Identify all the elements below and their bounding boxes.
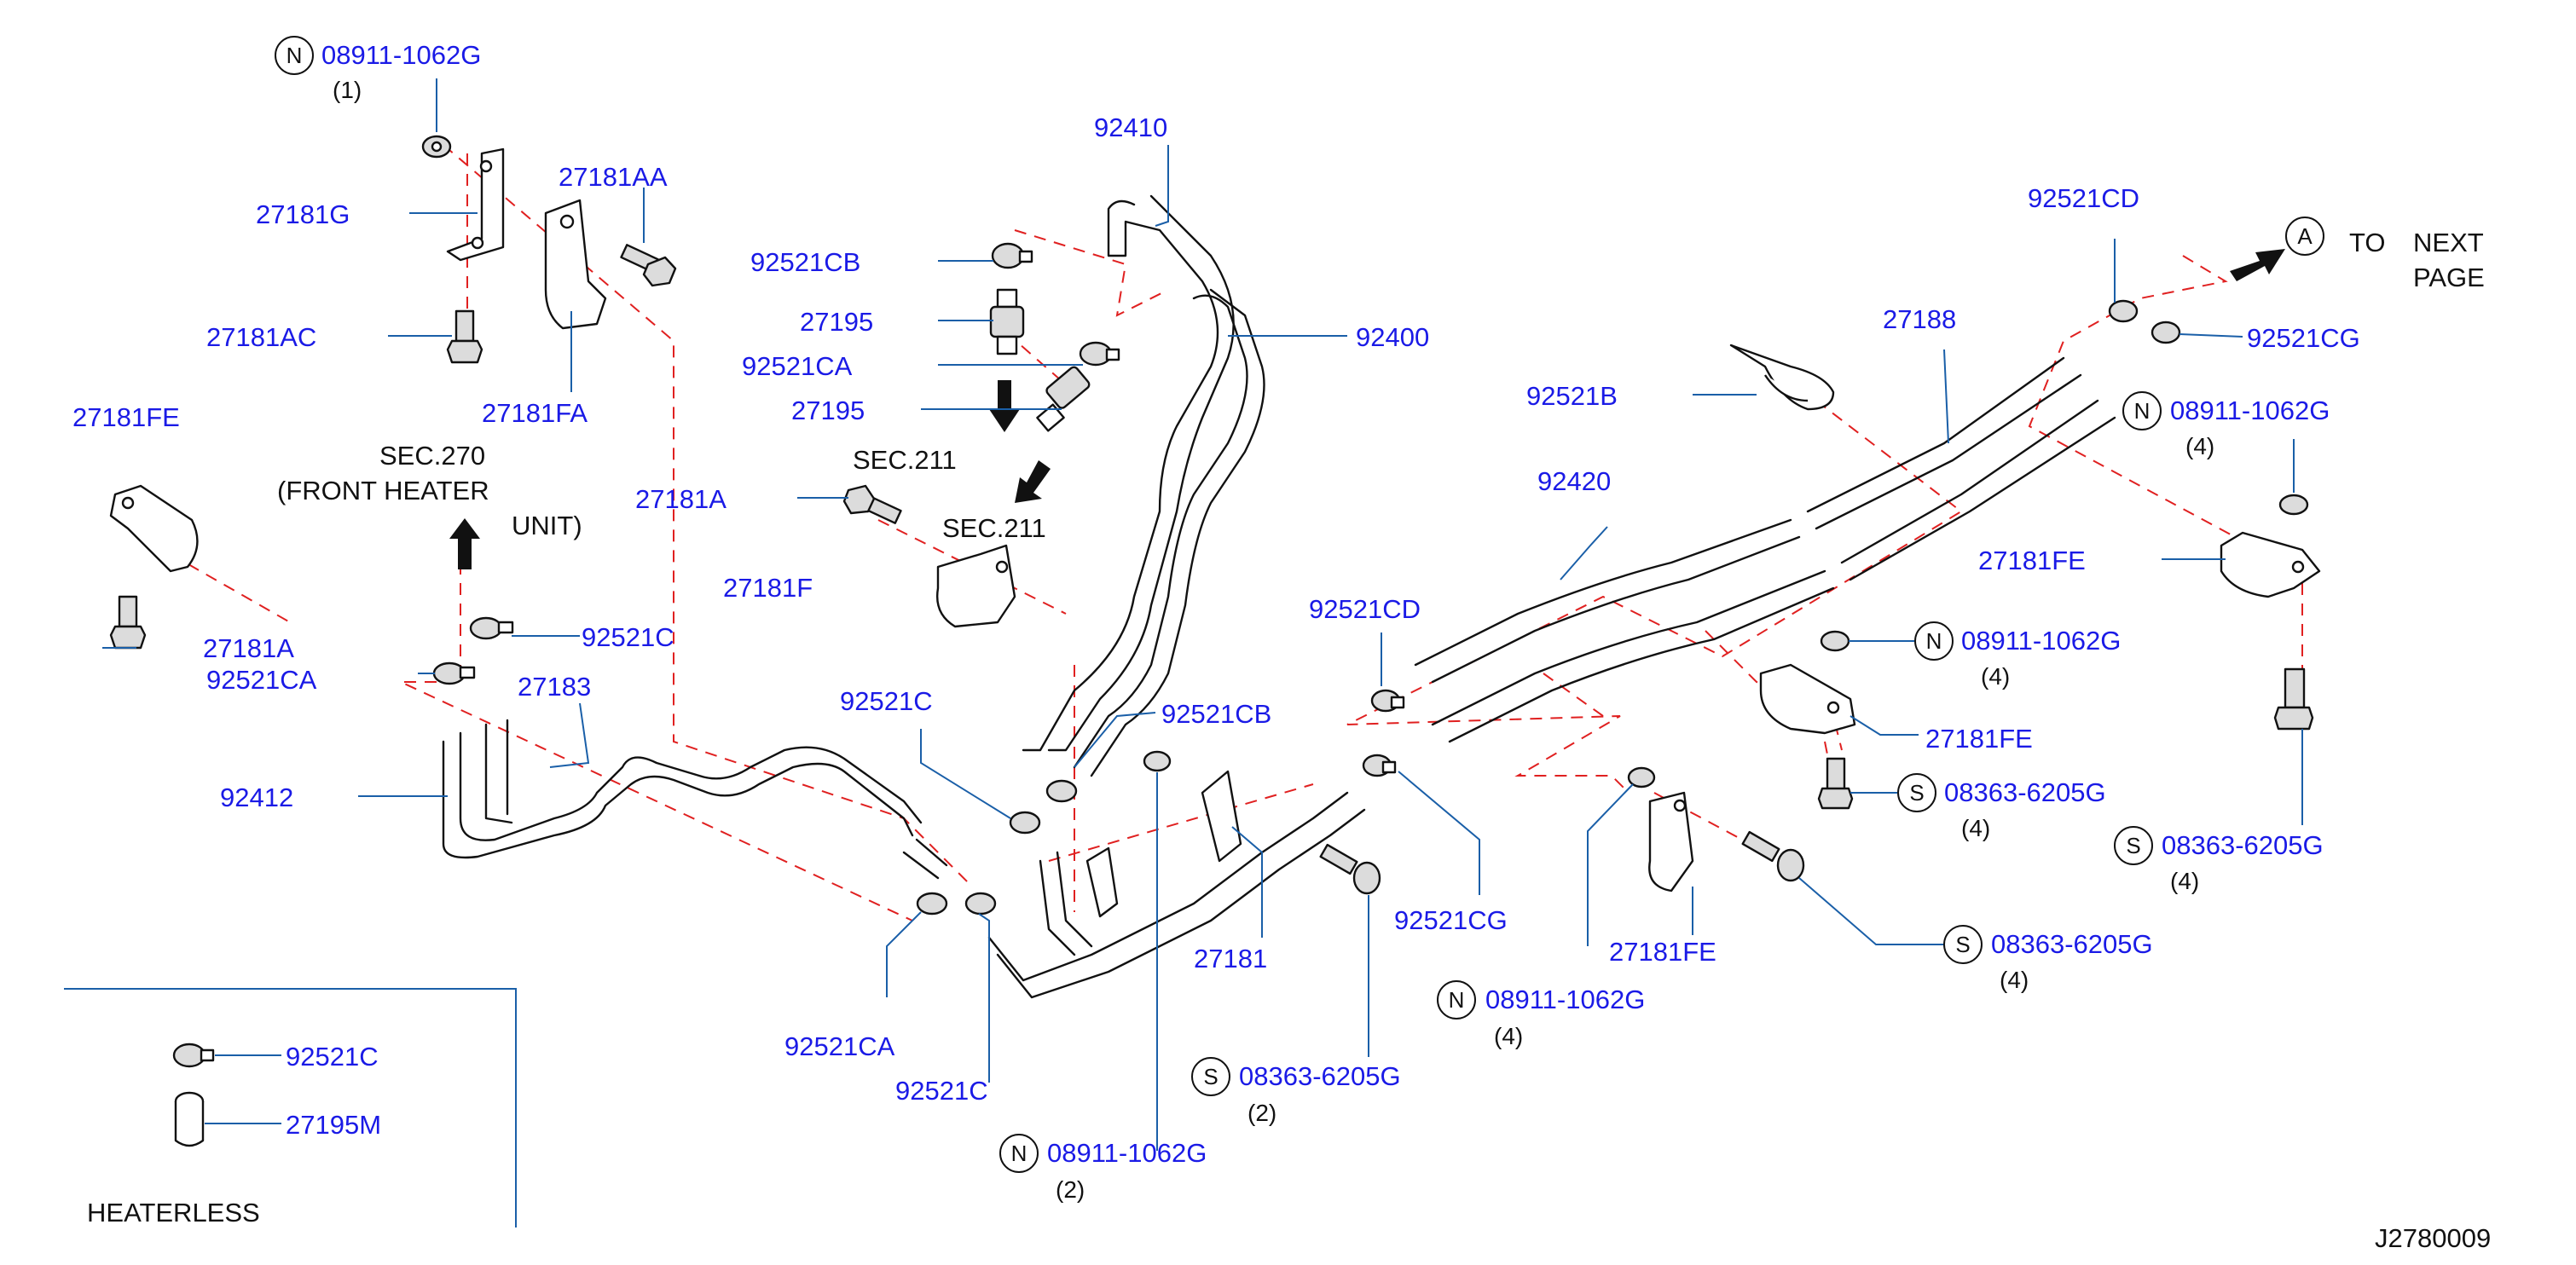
part-number-label[interactable]: 27181FA [482,398,588,428]
quantity-label: (1) [333,77,362,103]
sec270-note: SEC.270 [379,441,485,471]
part-number-label[interactable]: 08911-1062G [321,40,481,70]
n-marker: N [1437,980,1476,1020]
part-number-label[interactable]: 08363-6205G [1991,929,2153,959]
direction-arrows [449,249,2285,569]
part-number-label[interactable]: 27181F [723,573,813,603]
part-number-label[interactable]: 27195 [791,396,865,425]
s-marker: S [1191,1057,1230,1096]
part-number-label[interactable]: 92521C [582,622,674,652]
part-number-label[interactable]: 27181G [256,199,350,229]
part-number-label[interactable]: 92521B [1526,381,1618,411]
part-number-label[interactable]: 92412 [220,783,293,812]
part-number-label[interactable]: 27181A [203,633,294,663]
heaterless-label: HEATERLESS [87,1198,260,1227]
part-number-label[interactable]: 27181FE [72,402,180,432]
part-number-label[interactable]: 27181 [1194,944,1267,973]
part-number-label[interactable]: 92521CB [750,247,860,277]
part-number-label[interactable]: 27195 [800,307,873,337]
quantity-label: (4) [1981,663,2010,690]
arrow-down-left-icon [1015,460,1051,503]
part-number-label[interactable]: 92521C [840,686,933,716]
svg-text:S: S [2126,833,2140,858]
s-marker: S [1943,925,1983,964]
part-number-label[interactable]: 92420 [1537,466,1611,496]
svg-text:S: S [1909,780,1924,806]
part-number-label[interactable]: 92521CA [206,665,317,695]
quantity-label: (4) [2170,868,2199,894]
part-number-label[interactable]: 08911-1062G [1485,985,1645,1014]
quantity-label: (4) [1494,1023,1523,1049]
part-number-label[interactable]: 08911-1062G [2170,396,2330,425]
components [109,135,2321,1147]
part-number-label[interactable]: 92410 [1094,113,1167,142]
part-number-label[interactable]: 92521CA [784,1031,895,1061]
next-page-note: TO [2349,228,2386,257]
quantity-label: (4) [2185,433,2214,459]
leader-lines [102,78,2303,1151]
part-number-label[interactable]: 92521C [286,1042,379,1071]
n-marker: N [999,1134,1039,1173]
s-marker: S [1897,773,1936,812]
sec270-note: UNIT) [512,511,582,540]
part-number-label[interactable]: 27183 [518,672,591,702]
next-page-note: PAGE [2413,263,2485,292]
arrow-down-icon [989,380,1020,432]
part-number-label[interactable]: 92521CG [2247,323,2360,353]
svg-text:S: S [1955,932,1970,957]
n-marker: N [275,36,314,75]
sec211-note: SEC.211 [853,445,957,475]
diagram-code: J2780009 [2375,1223,2491,1253]
part-number-label[interactable]: 27188 [1883,304,1956,334]
part-number-label[interactable]: 27181FE [1978,546,2086,575]
part-number-label[interactable]: 27181AC [206,322,316,352]
part-number-label[interactable]: 27181FE [1609,937,1716,967]
part-number-label[interactable]: 08363-6205G [1239,1061,1401,1091]
quantity-label: (4) [2000,967,2029,993]
part-number-label[interactable]: 27195M [286,1110,381,1140]
a-marker: A [2285,217,2324,256]
quantity-label: (2) [1056,1176,1085,1203]
quantity-label: (4) [1961,815,1990,841]
arrow-up-right-icon [2230,249,2285,281]
assembly-lines [170,144,2303,921]
quantity-label: (2) [1247,1100,1276,1126]
part-labels: 08911-1062G (1) 27181AA 27181G 27181AC 2… [72,40,2360,1203]
n-marker: N [2122,391,2162,430]
part-number-label[interactable]: 92521C [895,1076,988,1106]
n-marker: N [1914,621,1954,661]
part-number-label[interactable]: 08363-6205G [1944,777,2106,807]
svg-text:S: S [1203,1064,1218,1089]
svg-text:N: N [287,43,303,68]
part-number-label[interactable]: 92521CA [742,351,853,381]
svg-text:N: N [1926,628,1942,654]
part-number-label[interactable]: 92521CD [2028,183,2139,213]
sec211-note: SEC.211 [942,513,1046,543]
heaterless-frame [64,988,517,1227]
svg-text:A: A [2297,223,2313,249]
part-number-label[interactable]: 92400 [1356,322,1429,352]
part-number-label[interactable]: 27181AA [559,162,668,192]
s-marker: S [2114,826,2153,865]
part-number-label[interactable]: 92521CG [1394,905,1508,935]
part-number-label[interactable]: 27181A [635,484,726,514]
part-number-label[interactable]: 08363-6205G [2162,830,2324,860]
sec270-note: (FRONT HEATER [277,476,489,505]
part-number-label[interactable]: 27181FE [1925,724,2033,754]
part-number-label[interactable]: 92521CB [1161,699,1271,729]
reference-notes: SEC.270 (FRONT HEATER UNIT) SEC.211 SEC.… [87,228,2491,1253]
part-number-label[interactable]: 08911-1062G [1961,626,2121,656]
svg-text:N: N [1449,987,1465,1013]
part-number-label[interactable]: 92521CD [1309,594,1421,624]
svg-text:N: N [2134,398,2151,424]
pipes [442,194,2116,999]
next-page-note: NEXT [2413,228,2484,257]
svg-text:N: N [1011,1141,1028,1166]
arrow-up-icon [449,518,480,569]
part-number-label[interactable]: 08911-1062G [1047,1138,1207,1168]
spec-markers: N N S N S N S N S A [275,36,2324,1173]
